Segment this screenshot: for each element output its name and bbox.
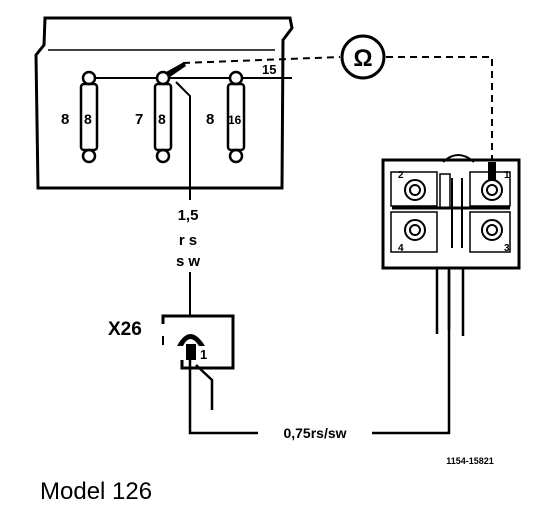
wire-color-line2: sw xyxy=(176,253,204,270)
connector-pin-label: 1 xyxy=(200,347,207,362)
relay-terminal-3: 3 xyxy=(481,219,510,254)
fuse-2-outer-label: 7 xyxy=(135,111,143,128)
svg-text:2: 2 xyxy=(398,170,404,181)
wire-1-5 xyxy=(175,81,191,200)
measurement-line xyxy=(182,56,493,160)
wire-size-label: 1,5 xyxy=(178,207,199,224)
connector-wire-stub xyxy=(195,364,214,410)
relay-legs xyxy=(435,268,465,336)
connector-socket xyxy=(177,334,205,346)
wire-color-line1: rs xyxy=(179,232,201,249)
terminal-15-label: 15 xyxy=(262,62,276,77)
relay: 2 1 4 3 xyxy=(381,154,521,270)
fuse-1: 8 8 xyxy=(61,70,99,164)
relay-terminal-2: 2 xyxy=(398,170,426,201)
fuse-3-inner-label: 16 xyxy=(228,113,242,127)
model-caption: Model 126 xyxy=(40,478,153,505)
reference-code: 1154-15821 xyxy=(446,456,494,466)
ohmmeter: Ω xyxy=(340,34,386,80)
svg-text:4: 4 xyxy=(398,243,404,254)
fuse-2-inner-label: 8 xyxy=(158,111,166,127)
connector-x26: X26 1 xyxy=(108,314,235,370)
probe-tip xyxy=(166,62,186,77)
fuse-3-outer-label: 8 xyxy=(206,111,214,128)
fuse-1-inner-label: 8 xyxy=(84,111,92,127)
connector-label: X26 xyxy=(108,319,142,340)
svg-text:1: 1 xyxy=(504,170,510,181)
relay-terminal-4: 4 xyxy=(398,219,426,254)
connector-pin xyxy=(186,344,196,360)
svg-text:3: 3 xyxy=(504,243,510,254)
fuse-1-outer-label: 8 xyxy=(61,111,69,128)
fuse-2: 7 8 xyxy=(135,70,173,164)
relay-probe xyxy=(488,162,496,180)
lower-wire-label: 0,75rs/sw xyxy=(283,425,346,441)
lower-wire xyxy=(188,270,451,435)
fuse-box xyxy=(34,16,294,190)
ohm-symbol: Ω xyxy=(353,45,372,72)
fuse-3: 8 16 xyxy=(206,70,246,164)
